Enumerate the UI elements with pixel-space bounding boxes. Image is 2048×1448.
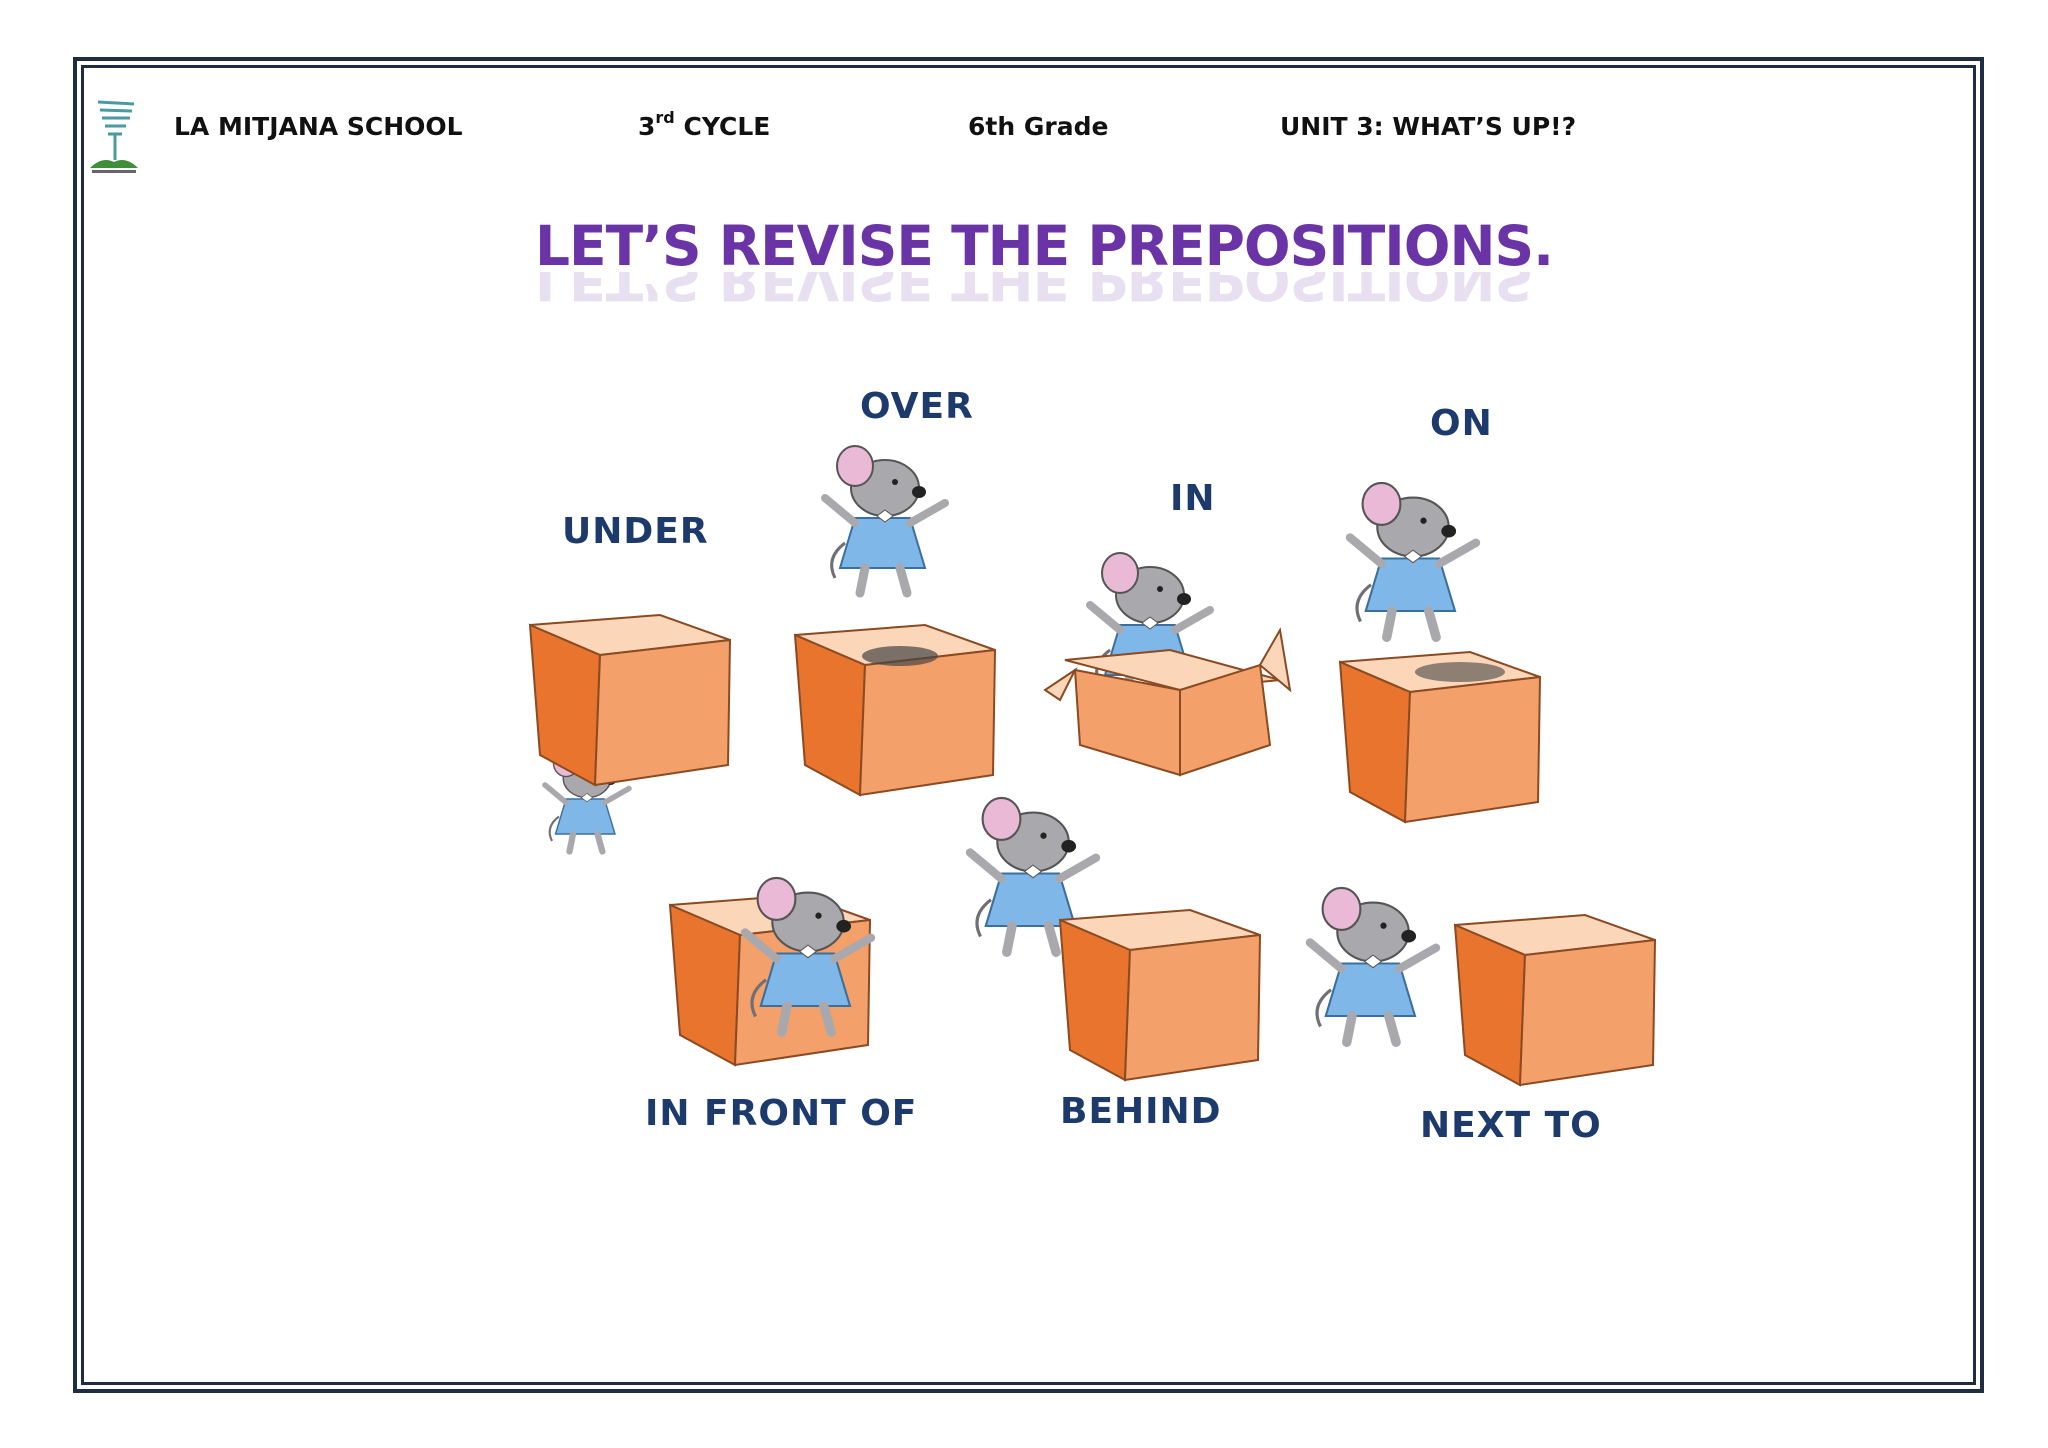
page-title: LET’S REVISE THE PREPOSITIONS. bbox=[535, 214, 1554, 278]
grade-label: 6th Grade bbox=[968, 112, 1109, 141]
page-title-reflection: LET’S REVISE THE PREPOSITIONS. bbox=[535, 272, 1553, 312]
label-behind: BEHIND bbox=[1060, 1091, 1222, 1132]
label-under: UNDER bbox=[562, 511, 709, 552]
label-on: ON bbox=[1430, 403, 1493, 444]
label-in-front-of: IN FRONT OF bbox=[645, 1093, 917, 1134]
label-over: OVER bbox=[860, 386, 974, 427]
label-in: IN bbox=[1170, 478, 1216, 519]
prepositions-illustration: UNDER OVER IN ON IN FRONT OF BEHIND NEXT… bbox=[529, 386, 1656, 1146]
label-next-to: NEXT TO bbox=[1420, 1105, 1602, 1146]
scene-in bbox=[1043, 553, 1292, 777]
scene-over bbox=[794, 446, 996, 796]
scene-next-to bbox=[1310, 888, 1656, 1086]
scene-behind bbox=[970, 798, 1261, 1081]
school-name: LA MITJANA SCHOOL bbox=[174, 112, 463, 141]
page-border-inner bbox=[81, 65, 1976, 1385]
unit-label: UNIT 3: WHAT’S UP!? bbox=[1280, 112, 1577, 141]
school-logo-icon bbox=[90, 100, 138, 173]
worksheet-header: LA MITJANA SCHOOL 3rd CYCLE 6th Grade UN… bbox=[0, 108, 2048, 152]
page-border-outer bbox=[73, 57, 1984, 1393]
cycle-label: 3rd CYCLE bbox=[638, 108, 771, 141]
scene-under bbox=[529, 614, 731, 852]
scene-in-front-of bbox=[669, 878, 871, 1066]
scene-on bbox=[1339, 483, 1541, 823]
